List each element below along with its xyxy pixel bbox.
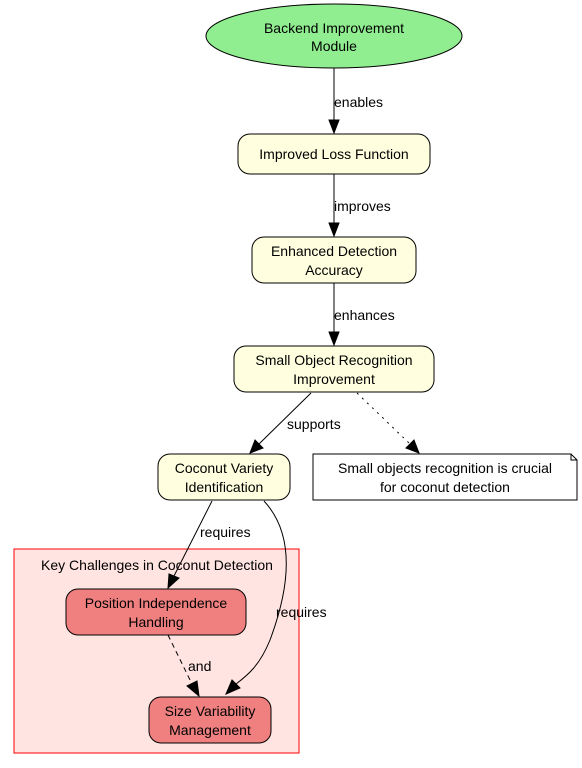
edge-improves: improves [328,174,391,238]
node-label-line-1: Size Variability [165,703,256,719]
edge-enables: enables [328,68,383,135]
edge-line [235,500,287,685]
arrowhead [328,119,340,135]
node-label-line-2: Identification [185,479,264,495]
arrowhead [225,679,241,695]
note-text-line-2: for coconut detection [380,479,510,495]
arrowhead [328,222,340,238]
edge-line [258,392,312,445]
node-shape [205,3,463,69]
node-shape [148,696,272,744]
node-coconut-variety-identification: Coconut Variety Identification [157,453,291,501]
edge-label: improves [334,198,391,214]
note-small-objects: Small objects recognition is crucial for… [312,453,578,501]
edge-label: requires [200,524,251,540]
node-label-line-2: Management [169,722,251,738]
edge-supports: supports [249,392,341,454]
node-backend-improvement-module: Backend Improvement Module [205,3,463,69]
node-label-line-1: Enhanced Detection [271,243,397,259]
node-label-line-1: Backend Improvement [264,20,404,36]
edge-label: enhances [334,307,395,323]
node-improved-loss-function: Improved Loss Function [237,133,431,175]
node-label-line-2: Improvement [293,371,375,387]
note-shape [312,453,578,501]
edge-enhances: enhances [328,283,395,347]
node-label-line-2: Module [311,38,357,54]
arrowhead [249,439,264,454]
note-text-line-1: Small objects recognition is crucial [338,460,552,476]
node-label-line-1: Small Object Recognition [255,352,412,368]
edge-line [167,634,193,685]
node-shape [157,453,291,501]
edge-and: and [167,634,211,698]
arrowhead [405,439,420,454]
arrowhead [186,680,200,698]
edge-line [356,392,411,445]
node-shape [65,588,247,636]
node-label-line-2: Handling [128,614,183,630]
node-enhanced-detection-accuracy: Enhanced Detection Accuracy [251,236,417,284]
edge-requires-position: requires [167,500,251,590]
edge-note-link [356,392,420,454]
node-label-line-1: Position Independence [85,595,228,611]
note-fold [570,454,577,461]
edge-label: and [188,658,211,674]
edge-line [173,500,213,577]
node-label-line-1: Coconut Variety [175,460,274,476]
edge-requires-size: requires [225,500,327,695]
edge-label: enables [334,94,383,110]
node-small-object-recognition: Small Object Recognition Improvement [233,345,435,393]
node-position-independence-handling: Position Independence Handling [65,588,247,636]
node-label: Improved Loss Function [259,146,408,162]
edge-label: requires [276,604,327,620]
node-size-variability-management: Size Variability Management [148,696,272,744]
edge-label: supports [287,416,341,432]
arrowhead [167,573,180,590]
arrowhead [328,331,340,347]
cluster-label: Key Challenges in Coconut Detection [41,557,273,573]
node-label-line-2: Accuracy [305,262,363,278]
